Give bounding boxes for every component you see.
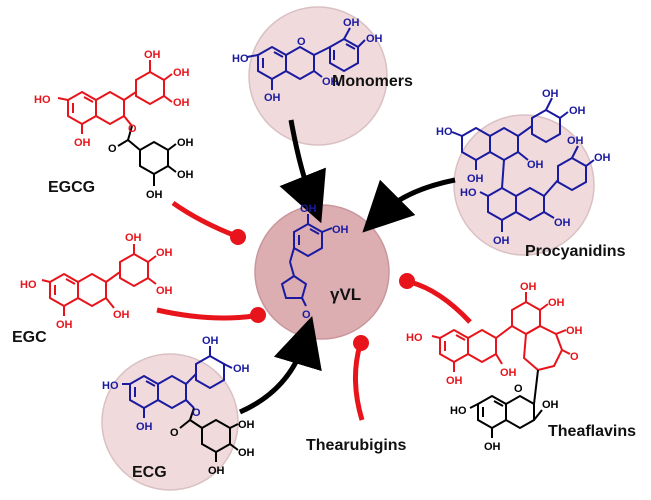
atom-oh: OH bbox=[202, 335, 219, 347]
atom-oh: OH bbox=[322, 76, 339, 88]
atom-oh: OH bbox=[542, 88, 559, 100]
atom-oh: OH bbox=[136, 421, 153, 433]
theaflavins-structure-red bbox=[431, 292, 571, 372]
atom-ho: HO bbox=[102, 380, 119, 392]
atom-o: O bbox=[302, 309, 311, 321]
atom-ho: HO bbox=[436, 126, 453, 138]
thearubigins-label: Thearubigins bbox=[306, 437, 407, 454]
atom-ho: HO bbox=[450, 405, 467, 417]
atom-oh: OH bbox=[146, 189, 163, 201]
atom-o: O bbox=[128, 123, 137, 135]
atom-oh: OH bbox=[125, 232, 142, 244]
atom-oh: OH bbox=[484, 441, 501, 453]
atom-oh: OH bbox=[567, 135, 584, 147]
atom-oh: OH bbox=[233, 363, 250, 375]
atom-o: O bbox=[570, 351, 579, 363]
arrow-ecg bbox=[238, 316, 322, 415]
gvl-atoms: OH OH O bbox=[300, 203, 349, 321]
ecg-structure-black bbox=[179, 407, 239, 462]
atom-ho: HO bbox=[232, 53, 249, 65]
inhibit-egc bbox=[156, 307, 266, 323]
procyanidins-label: Procyanidins bbox=[525, 243, 626, 260]
atom-oh: OH bbox=[332, 224, 349, 236]
atom-oh: OH bbox=[520, 281, 537, 293]
atom-oh: OH bbox=[594, 152, 611, 164]
inhibit-egcg bbox=[171, 200, 246, 245]
atom-oh: OH bbox=[554, 217, 571, 229]
atom-oh: OH bbox=[264, 92, 281, 104]
atom-oh: OH bbox=[238, 419, 255, 431]
atom-ho: HO bbox=[406, 332, 423, 344]
atom-oh: OH bbox=[208, 465, 225, 477]
arrow-monomers bbox=[279, 119, 326, 224]
gvl-structure bbox=[280, 214, 333, 307]
monomers-circle bbox=[248, 6, 388, 146]
atom-oh: OH bbox=[144, 49, 161, 61]
atom-oh: OH bbox=[569, 105, 586, 117]
atom-oh: OH bbox=[74, 137, 91, 149]
atom-oh: OH bbox=[173, 97, 190, 109]
egcg-structure-black bbox=[117, 125, 177, 186]
egcg-label: EGCG bbox=[48, 179, 95, 196]
arrow-procyanidins bbox=[362, 177, 456, 233]
atom-oh: OH bbox=[542, 399, 559, 411]
egc-atoms: OH OH OH HO OH OH bbox=[20, 232, 173, 331]
atom-o: O bbox=[170, 427, 179, 439]
atom-oh: OH bbox=[548, 297, 565, 309]
atom-ho: HO bbox=[460, 187, 477, 199]
procyanidins-atoms: HO OH OH OH HO OH OH OH OH OH bbox=[436, 88, 611, 247]
atom-oh: OH bbox=[500, 367, 517, 379]
atom-oh: OH bbox=[467, 173, 484, 185]
atom-o: O bbox=[108, 143, 117, 155]
atom-oh: OH bbox=[343, 17, 360, 29]
ecg-atoms: OH OH HO OH O O OH OH OH bbox=[102, 335, 255, 477]
theaflavins-atoms: OH OH OH O HO OH OH HO OH OH O bbox=[406, 281, 583, 453]
gvl-label: γVL bbox=[330, 285, 361, 304]
center-circle bbox=[254, 204, 390, 340]
atom-oh: OH bbox=[366, 33, 383, 45]
atom-oh: OH bbox=[238, 447, 255, 459]
ecg-label: ECG bbox=[132, 464, 167, 481]
theaflavins-label: Theaflavins bbox=[548, 423, 636, 440]
inhibit-theaflavins bbox=[399, 273, 472, 324]
atom-oh: OH bbox=[56, 319, 73, 331]
atom-oh: OH bbox=[156, 247, 173, 259]
inhibit-thearubigins bbox=[352, 335, 369, 421]
egc-structure bbox=[41, 244, 157, 316]
atom-oh: OH bbox=[493, 235, 510, 247]
egcg-atoms: OH OH OH HO OH O O OH OH OH bbox=[34, 49, 194, 201]
atom-o: O bbox=[514, 383, 523, 395]
atom-o: O bbox=[297, 36, 306, 48]
atom-o: O bbox=[192, 407, 201, 419]
atom-oh: OH bbox=[113, 309, 130, 321]
ecg-structure-blue bbox=[122, 346, 233, 418]
atom-oh: OH bbox=[177, 169, 194, 181]
egcg-structure-red bbox=[57, 60, 173, 134]
atom-oh: OH bbox=[173, 67, 190, 79]
atom-ho: HO bbox=[20, 279, 37, 291]
atom-oh: OH bbox=[177, 137, 194, 149]
theaflavins-structure-black bbox=[469, 369, 543, 438]
monomers-structure bbox=[246, 27, 366, 90]
atom-oh: OH bbox=[156, 285, 173, 297]
egc-label: EGC bbox=[12, 329, 47, 346]
monomers-atoms: HO OH OH OH OH O bbox=[232, 17, 383, 104]
monomers-label: Monomers bbox=[332, 73, 413, 90]
atom-oh: OH bbox=[566, 325, 583, 337]
atom-oh: OH bbox=[527, 159, 544, 171]
atom-ho: HO bbox=[34, 94, 51, 106]
atom-oh: OH bbox=[446, 375, 463, 387]
procyanidins-structure bbox=[451, 97, 595, 232]
atom-oh: OH bbox=[300, 203, 317, 215]
